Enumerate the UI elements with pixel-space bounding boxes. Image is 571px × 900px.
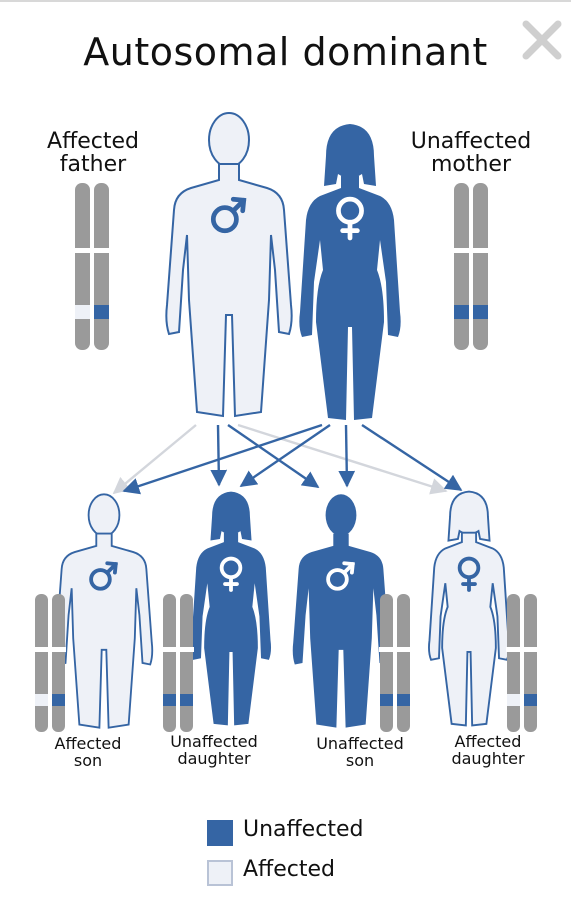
- child-label-4-line2: daughter: [451, 748, 525, 768]
- father-label-line2: father: [59, 152, 127, 178]
- inheritance-arrows: [112, 423, 463, 495]
- daughter-unaffected-chromosome-pair: [162, 594, 194, 732]
- mother-figure: [299, 124, 401, 420]
- top-divider: [0, 0, 571, 2]
- child-label-2: Unaffected daughter: [158, 732, 270, 768]
- arrow-mother-son1: [122, 423, 323, 495]
- child-son-unaffected: [292, 494, 390, 728]
- close-icon[interactable]: [520, 18, 564, 62]
- arrow-mother-son2: [338, 424, 356, 488]
- child-daughter-unaffected: [190, 491, 272, 726]
- mother-label-line1: Unaffected: [410, 129, 532, 154]
- page-title: Autosomal dominant: [83, 30, 488, 74]
- legend-label-unaffected: Unaffected: [243, 817, 364, 842]
- arrow-father-daughter2: [237, 423, 448, 495]
- child-daughter-affected: [428, 490, 510, 727]
- mother-label: Unaffected mother: [402, 130, 540, 176]
- mother-label-line2: mother: [430, 152, 512, 178]
- father-label: Affected father: [36, 130, 150, 176]
- child-label-1-line2: son: [73, 750, 103, 770]
- father-figure: [165, 112, 293, 417]
- child-label-2-line2: daughter: [177, 748, 251, 768]
- legend-swatch-unaffected: [207, 820, 233, 846]
- daughter-affected-chromosome-pair: [506, 594, 538, 732]
- son-unaffected-chromosome-pair: [379, 594, 411, 732]
- child-label-1-line1: Affected: [54, 734, 122, 753]
- arrow-mother-daughter1: [239, 424, 331, 487]
- legend-swatch-affected: [207, 860, 233, 886]
- arrow-mother-daughter2: [361, 423, 463, 492]
- child-son-affected: [54, 493, 154, 729]
- child-label-4: Affected daughter: [438, 732, 538, 768]
- legend-label-affected: Affected: [243, 857, 335, 882]
- child-label-3-line1: Unaffected: [316, 734, 404, 753]
- mother-chromosome-pair: [453, 183, 489, 350]
- arrow-father-daughter1: [210, 424, 228, 487]
- son-affected-chromosome-pair: [34, 594, 66, 732]
- father-chromosome-pair: [74, 183, 110, 350]
- child-label-3-line2: son: [345, 750, 375, 770]
- arrow-father-son1: [112, 424, 197, 495]
- father-label-line1: Affected: [47, 129, 139, 154]
- arrow-father-son2: [227, 424, 320, 488]
- child-label-2-line1: Unaffected: [170, 732, 258, 751]
- child-label-3: Unaffected son: [304, 734, 416, 770]
- child-label-1: Affected son: [40, 734, 136, 770]
- child-label-4-line1: Affected: [454, 732, 522, 751]
